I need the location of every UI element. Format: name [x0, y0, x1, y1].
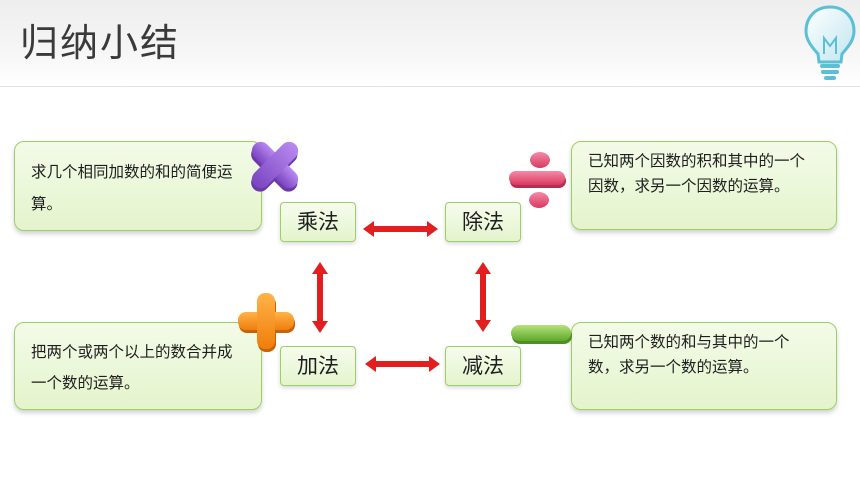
divide-sign-icon	[509, 152, 566, 208]
right-double-arrow	[475, 262, 491, 332]
top-double-arrow	[363, 221, 438, 237]
divide-box: 除法	[445, 202, 521, 242]
lightbulb-icon	[804, 5, 856, 80]
bottom-double-arrow	[365, 356, 440, 372]
multiply-definition-card: 求几个相同加数的和的简便运算。	[14, 141, 262, 231]
plus-sign-icon	[238, 293, 295, 352]
page-title: 归纳小结	[20, 21, 181, 65]
subtract-definition-card: 已知两个数的和与其中的一个数，求另一个数的运算。	[571, 322, 837, 410]
multiply-sign-icon	[251, 141, 299, 192]
divide-definition-card: 已知两个因数的积和其中的一个因数，求另一个因数的运算。	[571, 141, 837, 230]
subtract-box: 减法	[445, 346, 521, 386]
multiply-definition-text: 求几个相同加数的和的简便运算。	[31, 163, 233, 213]
multiply-box: 乘法	[280, 202, 356, 242]
divide-definition-text: 已知两个因数的积和其中的一个因数，求另一个因数的运算。	[588, 152, 806, 195]
add-box: 加法	[280, 346, 356, 386]
minus-sign-icon	[511, 325, 572, 344]
add-definition-text: 把两个或两个以上的数合并成一个数的运算。	[31, 343, 233, 392]
add-definition-card: 把两个或两个以上的数合并成一个数的运算。	[14, 322, 262, 410]
subtract-definition-text: 已知两个数的和与其中的一个数，求另一个数的运算。	[588, 333, 790, 376]
header-bar: 归纳小结	[0, 0, 860, 87]
left-double-arrow	[312, 262, 328, 333]
